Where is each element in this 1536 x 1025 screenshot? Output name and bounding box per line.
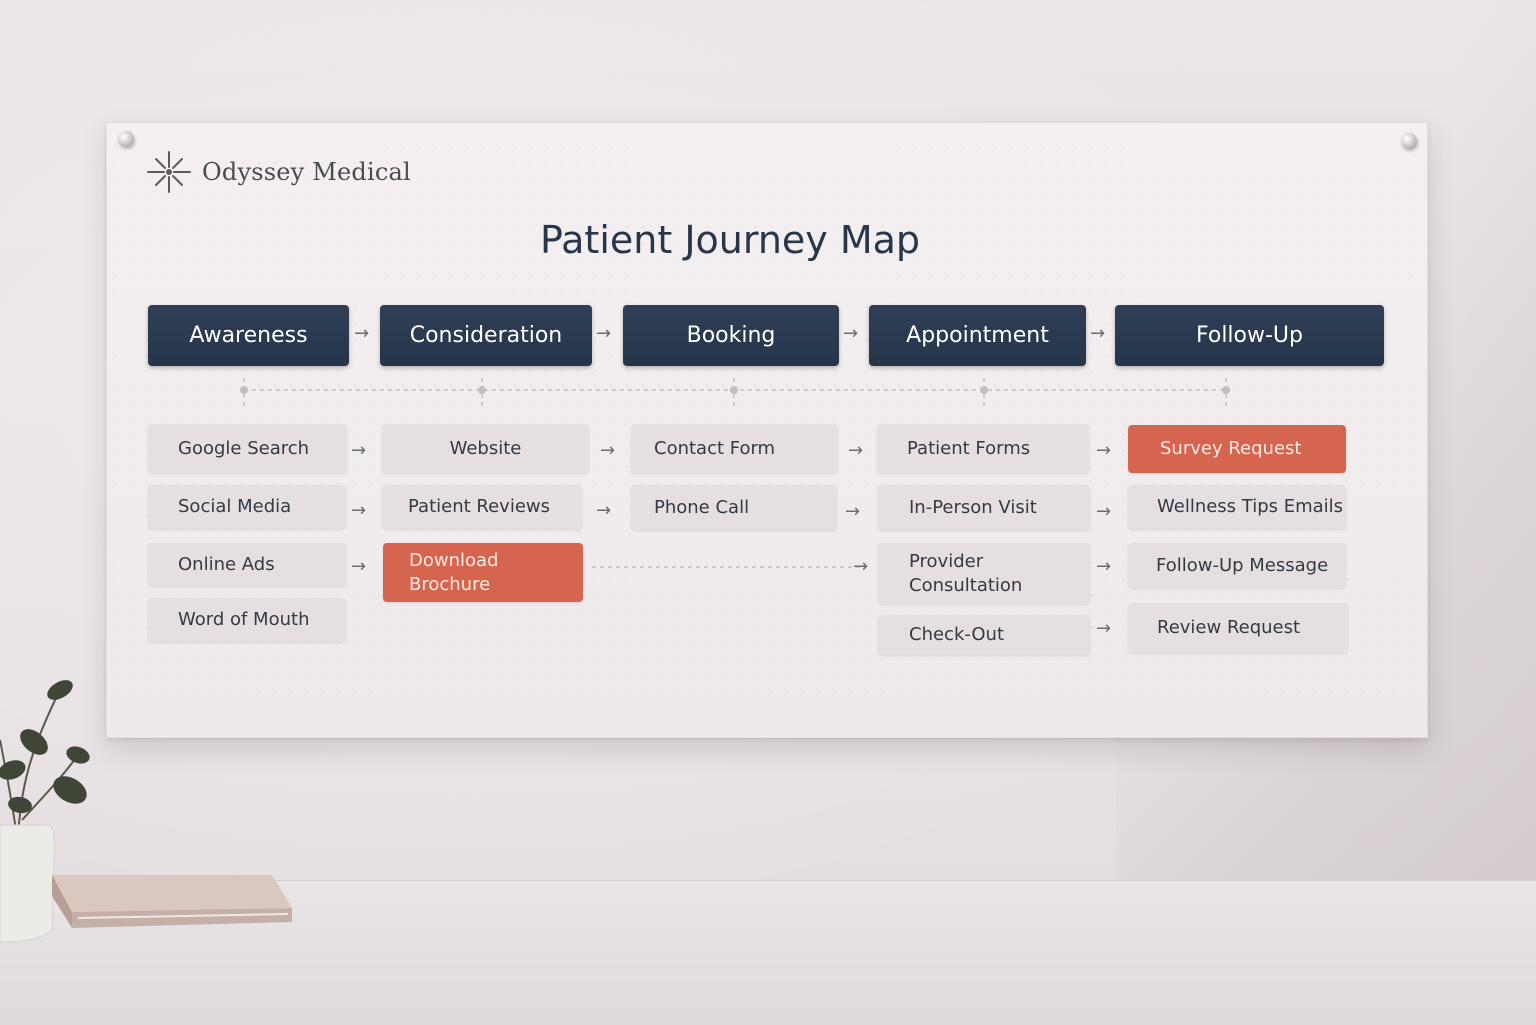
step-arrow: → <box>596 500 612 521</box>
step-arrow: → <box>853 556 869 577</box>
stage-follow-up: Follow-Up <box>1115 305 1384 366</box>
page-title: Patient Journey Map <box>539 218 921 262</box>
plant-and-book-decor <box>0 680 292 943</box>
step-arrow: → <box>351 500 367 521</box>
stage-awareness: Awareness <box>148 305 349 366</box>
stage-appointment: Appointment <box>869 305 1086 366</box>
stage-booking: Booking <box>623 305 839 366</box>
step-google-search: Google Search <box>148 424 347 473</box>
step-patient-reviews: Patient Reviews <box>382 485 582 529</box>
flower-logo-icon <box>147 151 191 193</box>
step-arrow: → <box>1096 440 1112 461</box>
step-arrow: → <box>1096 618 1112 639</box>
step-website: Website <box>382 424 589 473</box>
step-online-ads: Online Ads <box>148 543 346 586</box>
pin-top-left <box>118 131 134 147</box>
stage-arrow: → <box>1090 323 1106 344</box>
step-arrow: → <box>351 556 367 577</box>
step-contact-form: Contact Form <box>631 424 838 473</box>
step-arrow: → <box>845 501 861 522</box>
brand-name: Odyssey Medical <box>202 158 411 186</box>
step-arrow: → <box>1096 501 1112 522</box>
step-arrow: → <box>600 440 616 461</box>
step-download-brochure: Download Brochure <box>383 543 583 602</box>
step-review-request: Review Request <box>1128 603 1348 653</box>
step-phone-call: Phone Call <box>631 485 837 530</box>
step-wellness-tips-emails: Wellness Tips Emails <box>1128 485 1346 529</box>
step-in-person-visit: In-Person Visit <box>878 485 1090 530</box>
step-patient-forms: Patient Forms <box>877 424 1089 473</box>
step-survey-request: Survey Request <box>1128 425 1346 473</box>
stage-arrow: → <box>596 323 612 344</box>
pin-top-right <box>1401 133 1417 149</box>
stage-arrow: → <box>843 323 859 344</box>
stage-arrow: → <box>354 323 370 344</box>
brand-logo: Odyssey Medical <box>146 150 411 194</box>
step-follow-up-message: Follow-Up Message <box>1128 543 1346 588</box>
step-check-out: Check-Out <box>878 615 1090 655</box>
step-arrow: → <box>1096 556 1112 577</box>
step-arrow: → <box>848 440 864 461</box>
step-arrow: → <box>351 440 367 461</box>
step-social-media: Social Media <box>148 485 346 529</box>
step-word-of-mouth: Word of Mouth <box>148 598 346 642</box>
stage-consideration: Consideration <box>380 305 592 366</box>
step-provider-consultation: Provider Consultation <box>878 543 1090 604</box>
